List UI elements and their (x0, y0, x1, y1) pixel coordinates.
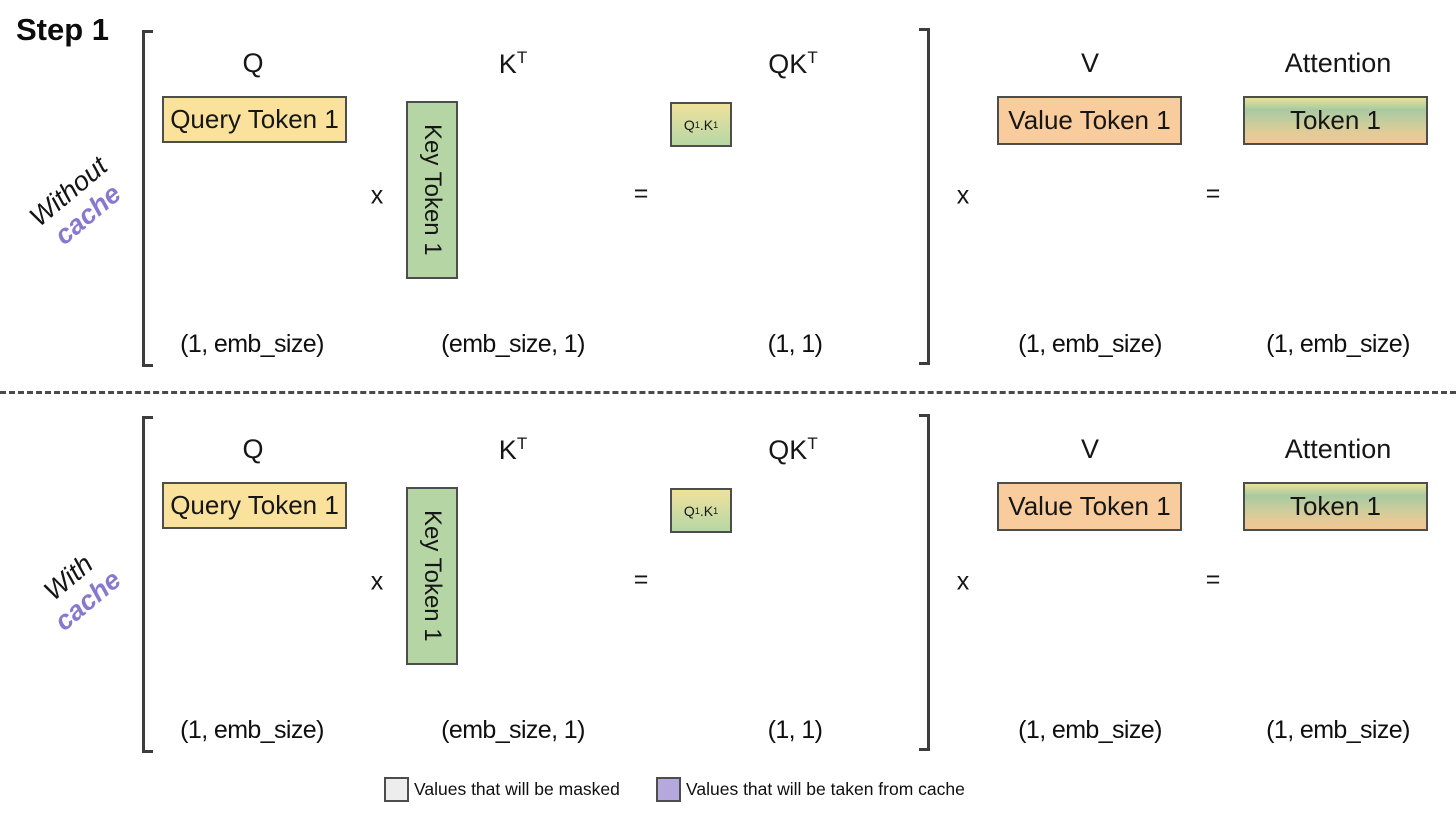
left-bracket (142, 30, 153, 367)
dim-label-q: (1, emb_size) (180, 716, 324, 744)
multiply-operator: x (370, 181, 384, 210)
header-k-transpose: KT (499, 434, 527, 466)
header-qk-sup: T (807, 48, 818, 67)
dashed-divider (0, 391, 1456, 394)
key-token-box: Key Token 1 (406, 487, 458, 665)
dim-label-v: (1, emb_size) (1018, 330, 1162, 358)
cache-legend-label: Values that will be taken from cache (686, 779, 965, 799)
row-without-cache: Without cache Q KT QKT V Attention Query… (0, 0, 1456, 385)
multiply-operator: x (956, 181, 970, 210)
masked-swatch (384, 777, 409, 802)
header-attention: Attention (1284, 48, 1392, 78)
equals-operator: = (1205, 179, 1221, 208)
query-token-box: Query Token 1 (162, 482, 347, 529)
value-token-box: Value Token 1 (997, 482, 1182, 531)
header-v: V (1080, 48, 1100, 78)
header-k-sup: T (516, 48, 528, 67)
dim-label-attention: (1, emb_size) (1266, 716, 1410, 744)
header-k-base: K (498, 49, 517, 79)
query-token-box: Query Token 1 (162, 96, 347, 143)
key-token-box: Key Token 1 (406, 101, 458, 279)
header-qk-transpose: QKT (768, 434, 817, 466)
qk-sub1: 1 (694, 119, 700, 130)
header-attention: Attention (1284, 434, 1392, 464)
header-k-transpose: KT (499, 48, 527, 80)
header-qk-sup: T (807, 434, 818, 453)
masked-legend-label: Values that will be masked (414, 779, 620, 799)
header-qk-base: QK (768, 435, 808, 465)
dim-label-qk: (1, 1) (767, 716, 823, 744)
header-k-base: K (498, 435, 517, 465)
qk-text2: .K (699, 116, 714, 133)
qk-text: Q (683, 502, 695, 519)
legend: Values that will be masked Values that w… (0, 774, 1456, 814)
dim-label-qk: (1, 1) (767, 330, 823, 358)
qk-sub2: 1 (713, 505, 719, 516)
qk-text: Q (683, 116, 695, 133)
right-bracket (919, 28, 930, 365)
header-qk-transpose: QKT (768, 48, 817, 80)
dim-label-k: (emb_size, 1) (441, 330, 585, 358)
dim-label-q: (1, emb_size) (180, 330, 324, 358)
dim-label-attention: (1, emb_size) (1266, 330, 1410, 358)
header-v: V (1080, 434, 1100, 464)
step-title: Step 1 (16, 12, 110, 47)
row-with-cache: With cache Q KT QKT V Attention Query To… (0, 386, 1456, 771)
header-q: Q (242, 434, 264, 464)
equals-operator: = (633, 565, 649, 594)
right-bracket (919, 414, 930, 751)
header-k-sup: T (516, 434, 528, 453)
qk-sub1: 1 (694, 505, 700, 516)
left-bracket (142, 416, 153, 753)
attention-token-box: Token 1 (1243, 96, 1428, 145)
attention-token-box: Token 1 (1243, 482, 1428, 531)
header-q: Q (242, 48, 264, 78)
cache-swatch (656, 777, 681, 802)
dim-label-k: (emb_size, 1) (441, 716, 585, 744)
equals-operator: = (1205, 565, 1221, 594)
qk-text2: .K (699, 502, 714, 519)
dim-label-v: (1, emb_size) (1018, 716, 1162, 744)
header-qk-base: QK (768, 49, 808, 79)
equals-operator: = (633, 179, 649, 208)
multiply-operator: x (370, 567, 384, 596)
qk-sub2: 1 (713, 119, 719, 130)
value-token-box: Value Token 1 (997, 96, 1182, 145)
multiply-operator: x (956, 567, 970, 596)
